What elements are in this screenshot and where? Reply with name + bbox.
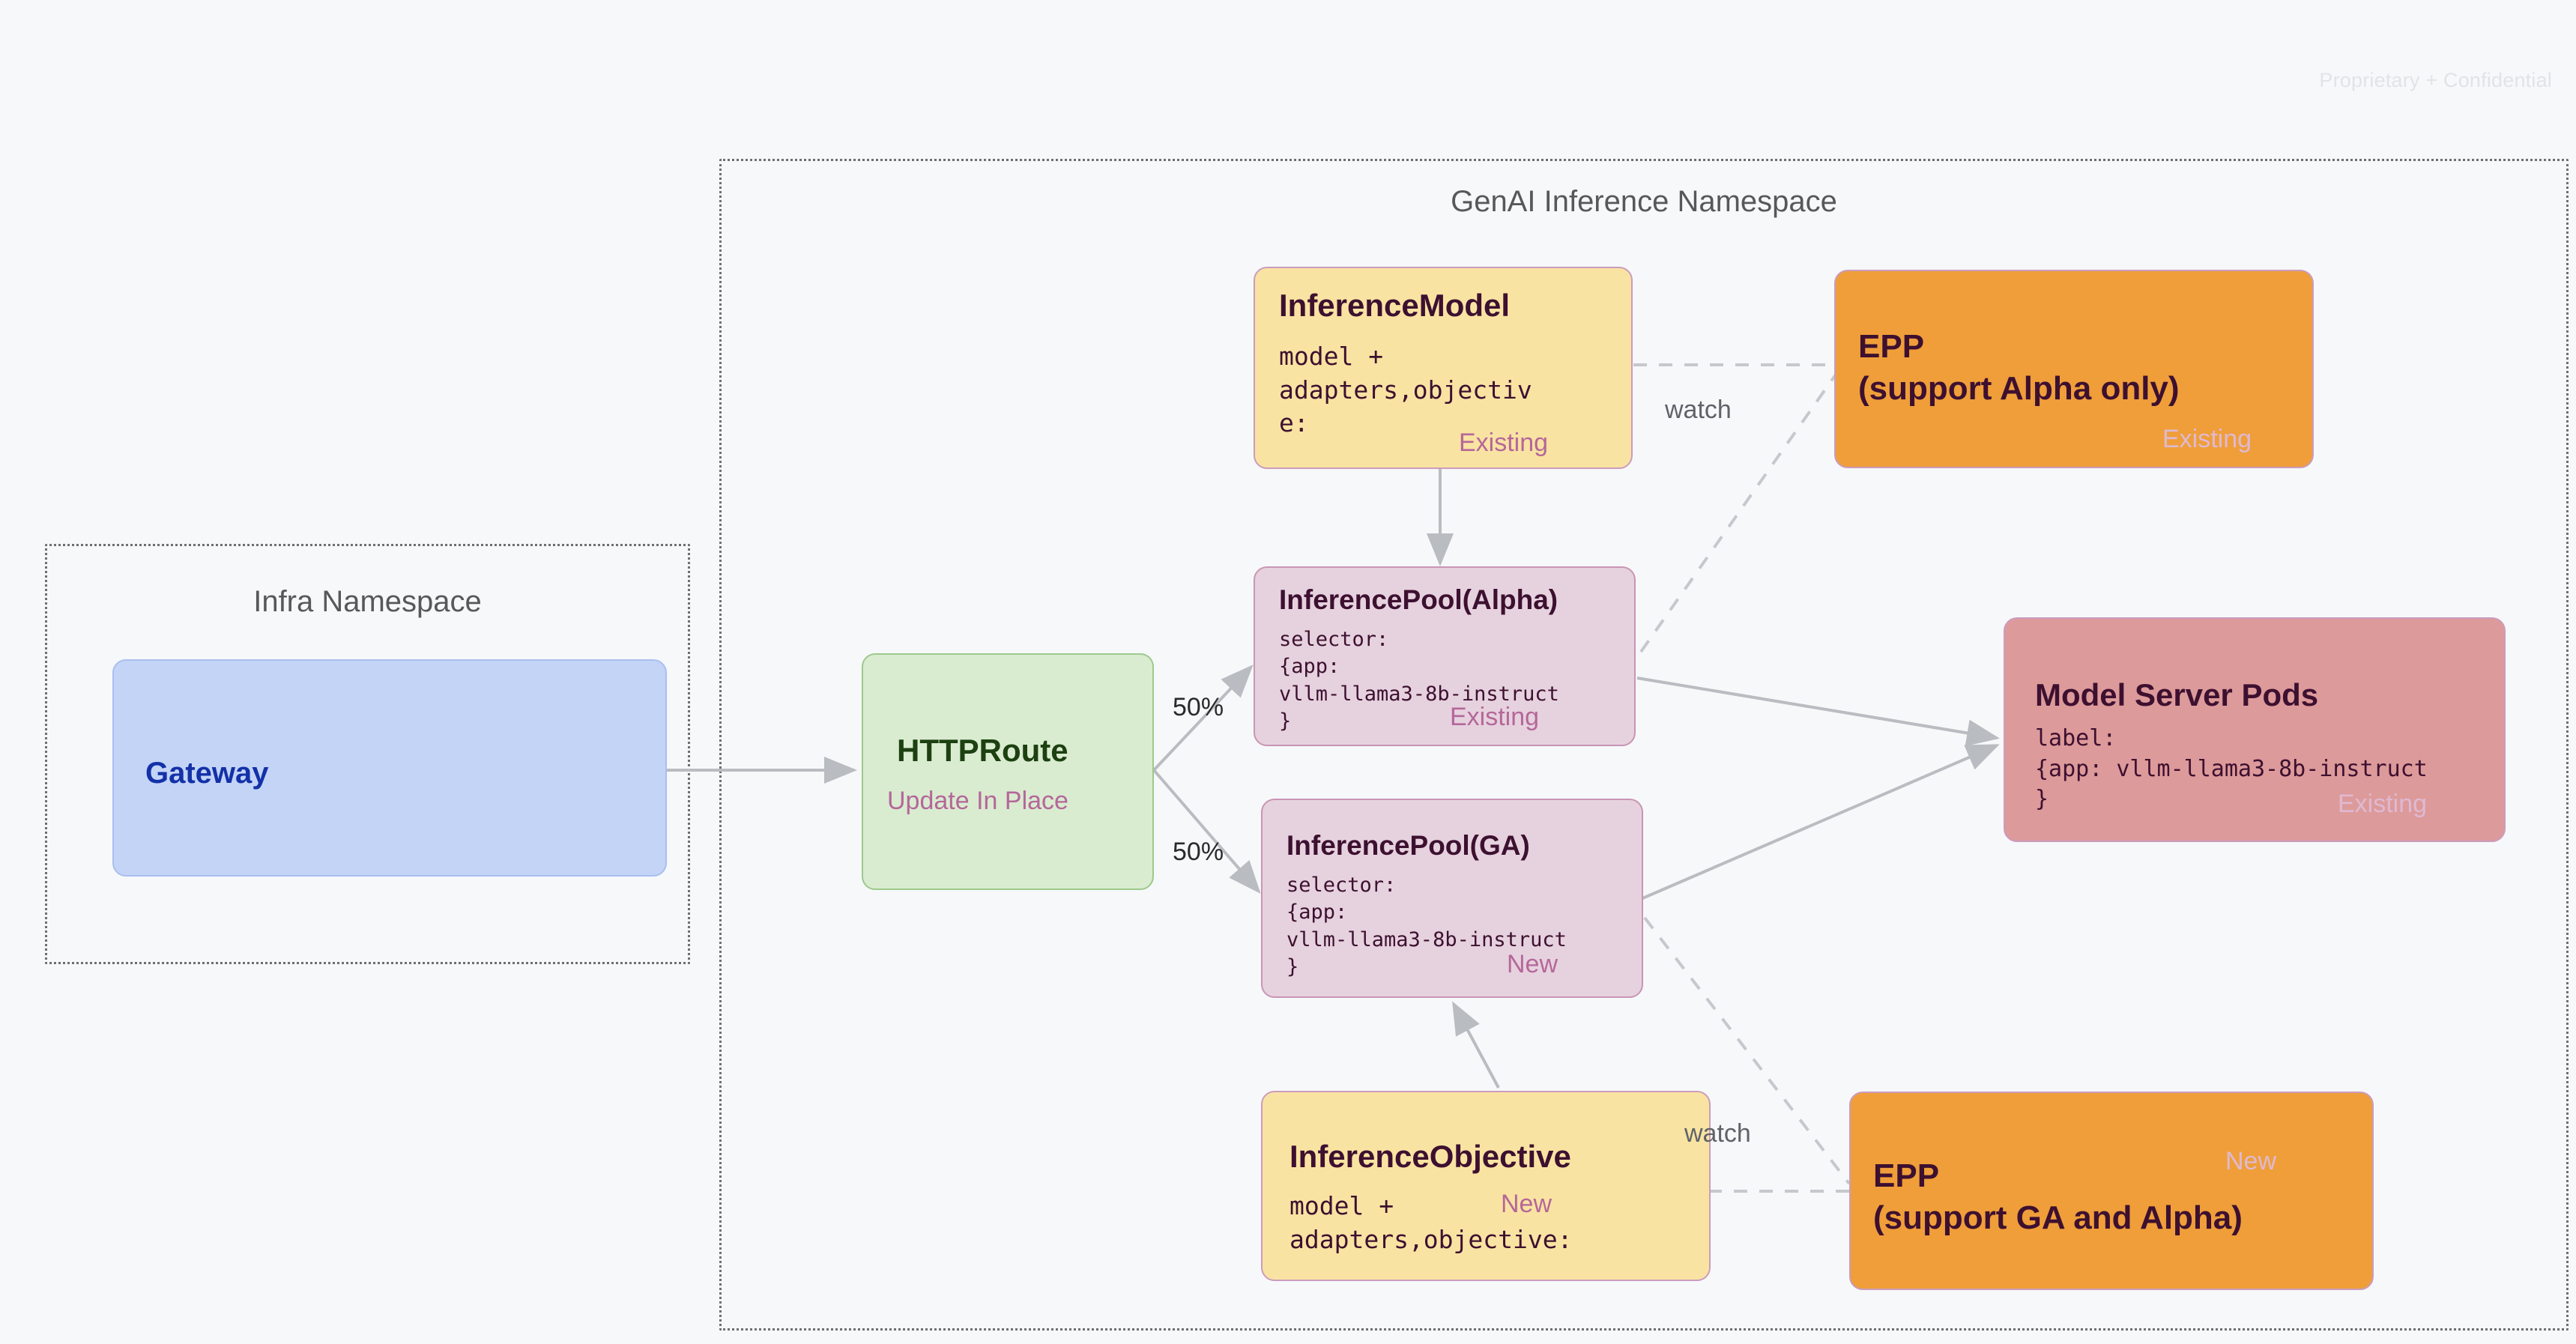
httproute-title: HTTPRoute xyxy=(897,733,1068,768)
genai-namespace-container: GenAI Inference Namespace xyxy=(719,159,2569,1331)
epp-alpha-title-line2: (support Alpha only) xyxy=(1858,370,2180,407)
epp-alpha-title-line1: EPP xyxy=(1858,328,1925,365)
epp-ga-title-line2: (support GA and Alpha) xyxy=(1873,1199,2243,1236)
traffic-split-top-label: 50% xyxy=(1173,693,1224,721)
epp-alpha-node[interactable]: EPP (support Alpha only) Existing xyxy=(1834,270,2314,468)
inferencemodel-node[interactable]: InferenceModel model + adapters,objectiv… xyxy=(1254,267,1633,469)
inferencemodel-title: InferenceModel xyxy=(1279,288,1511,323)
inferenceobjective-node[interactable]: InferenceObjective model + adapters,obje… xyxy=(1261,1091,1711,1281)
inferencepool-alpha-node[interactable]: InferencePool(Alpha) selector: {app: vll… xyxy=(1254,566,1636,746)
traffic-split-bottom-label: 50% xyxy=(1173,838,1224,866)
inferencemodel-body: model + adapters,objectiv e: xyxy=(1279,342,1532,438)
watch-top-label: watch xyxy=(1665,396,1732,424)
infra-namespace-container: Infra Namespace xyxy=(45,544,690,964)
gateway-label: Gateway xyxy=(145,757,269,790)
epp-ga-status-badge: New xyxy=(2225,1147,2277,1175)
genai-namespace-title: GenAI Inference Namespace xyxy=(1451,185,1837,218)
epp-alpha-status-badge: Existing xyxy=(2162,425,2252,453)
epp-ga-node[interactable]: EPP (support GA and Alpha) New xyxy=(1849,1092,2374,1290)
watch-bottom-label: watch xyxy=(1684,1119,1751,1148)
infra-namespace-title: Infra Namespace xyxy=(253,585,482,618)
model-server-pods-status-badge: Existing xyxy=(2338,790,2428,818)
inferenceobjective-title: InferenceObjective xyxy=(1289,1139,1571,1174)
inferencepool-ga-node[interactable]: InferencePool(GA) selector: {app: vllm-l… xyxy=(1261,799,1643,998)
confidentiality-watermark: Proprietary + Confidential xyxy=(2319,69,2552,91)
inferenceobjective-body: model + adapters,objective: xyxy=(1289,1191,1573,1254)
inferencepool-alpha-body: selector: {app: vllm-llama3-8b-instruct … xyxy=(1279,628,1559,733)
model-server-pods-body: label: {app: vllm-llama3-8b-instruct } xyxy=(2035,725,2428,812)
model-server-pods-node[interactable]: Model Server Pods label: {app: vllm-llam… xyxy=(2004,617,2506,842)
inferencepool-ga-body: selector: {app: vllm-llama3-8b-instruct … xyxy=(1287,874,1567,979)
inferencemodel-status-badge: Existing xyxy=(1459,429,1549,457)
epp-ga-title-line1: EPP xyxy=(1873,1157,1940,1194)
gateway-node[interactable]: Gateway xyxy=(112,659,667,877)
inferencepool-alpha-title: InferencePool(Alpha) xyxy=(1279,584,1558,615)
inferencepool-ga-status-badge: New xyxy=(1507,950,1558,978)
httproute-status-badge: Update In Place xyxy=(887,787,1068,815)
model-server-pods-title: Model Server Pods xyxy=(2035,677,2319,712)
inferenceobjective-status-badge: New xyxy=(1501,1190,1552,1218)
inferencepool-alpha-status-badge: Existing xyxy=(1450,703,1540,731)
httproute-node[interactable]: HTTPRoute Update In Place xyxy=(862,653,1154,890)
inferencepool-ga-title: InferencePool(GA) xyxy=(1287,830,1530,861)
